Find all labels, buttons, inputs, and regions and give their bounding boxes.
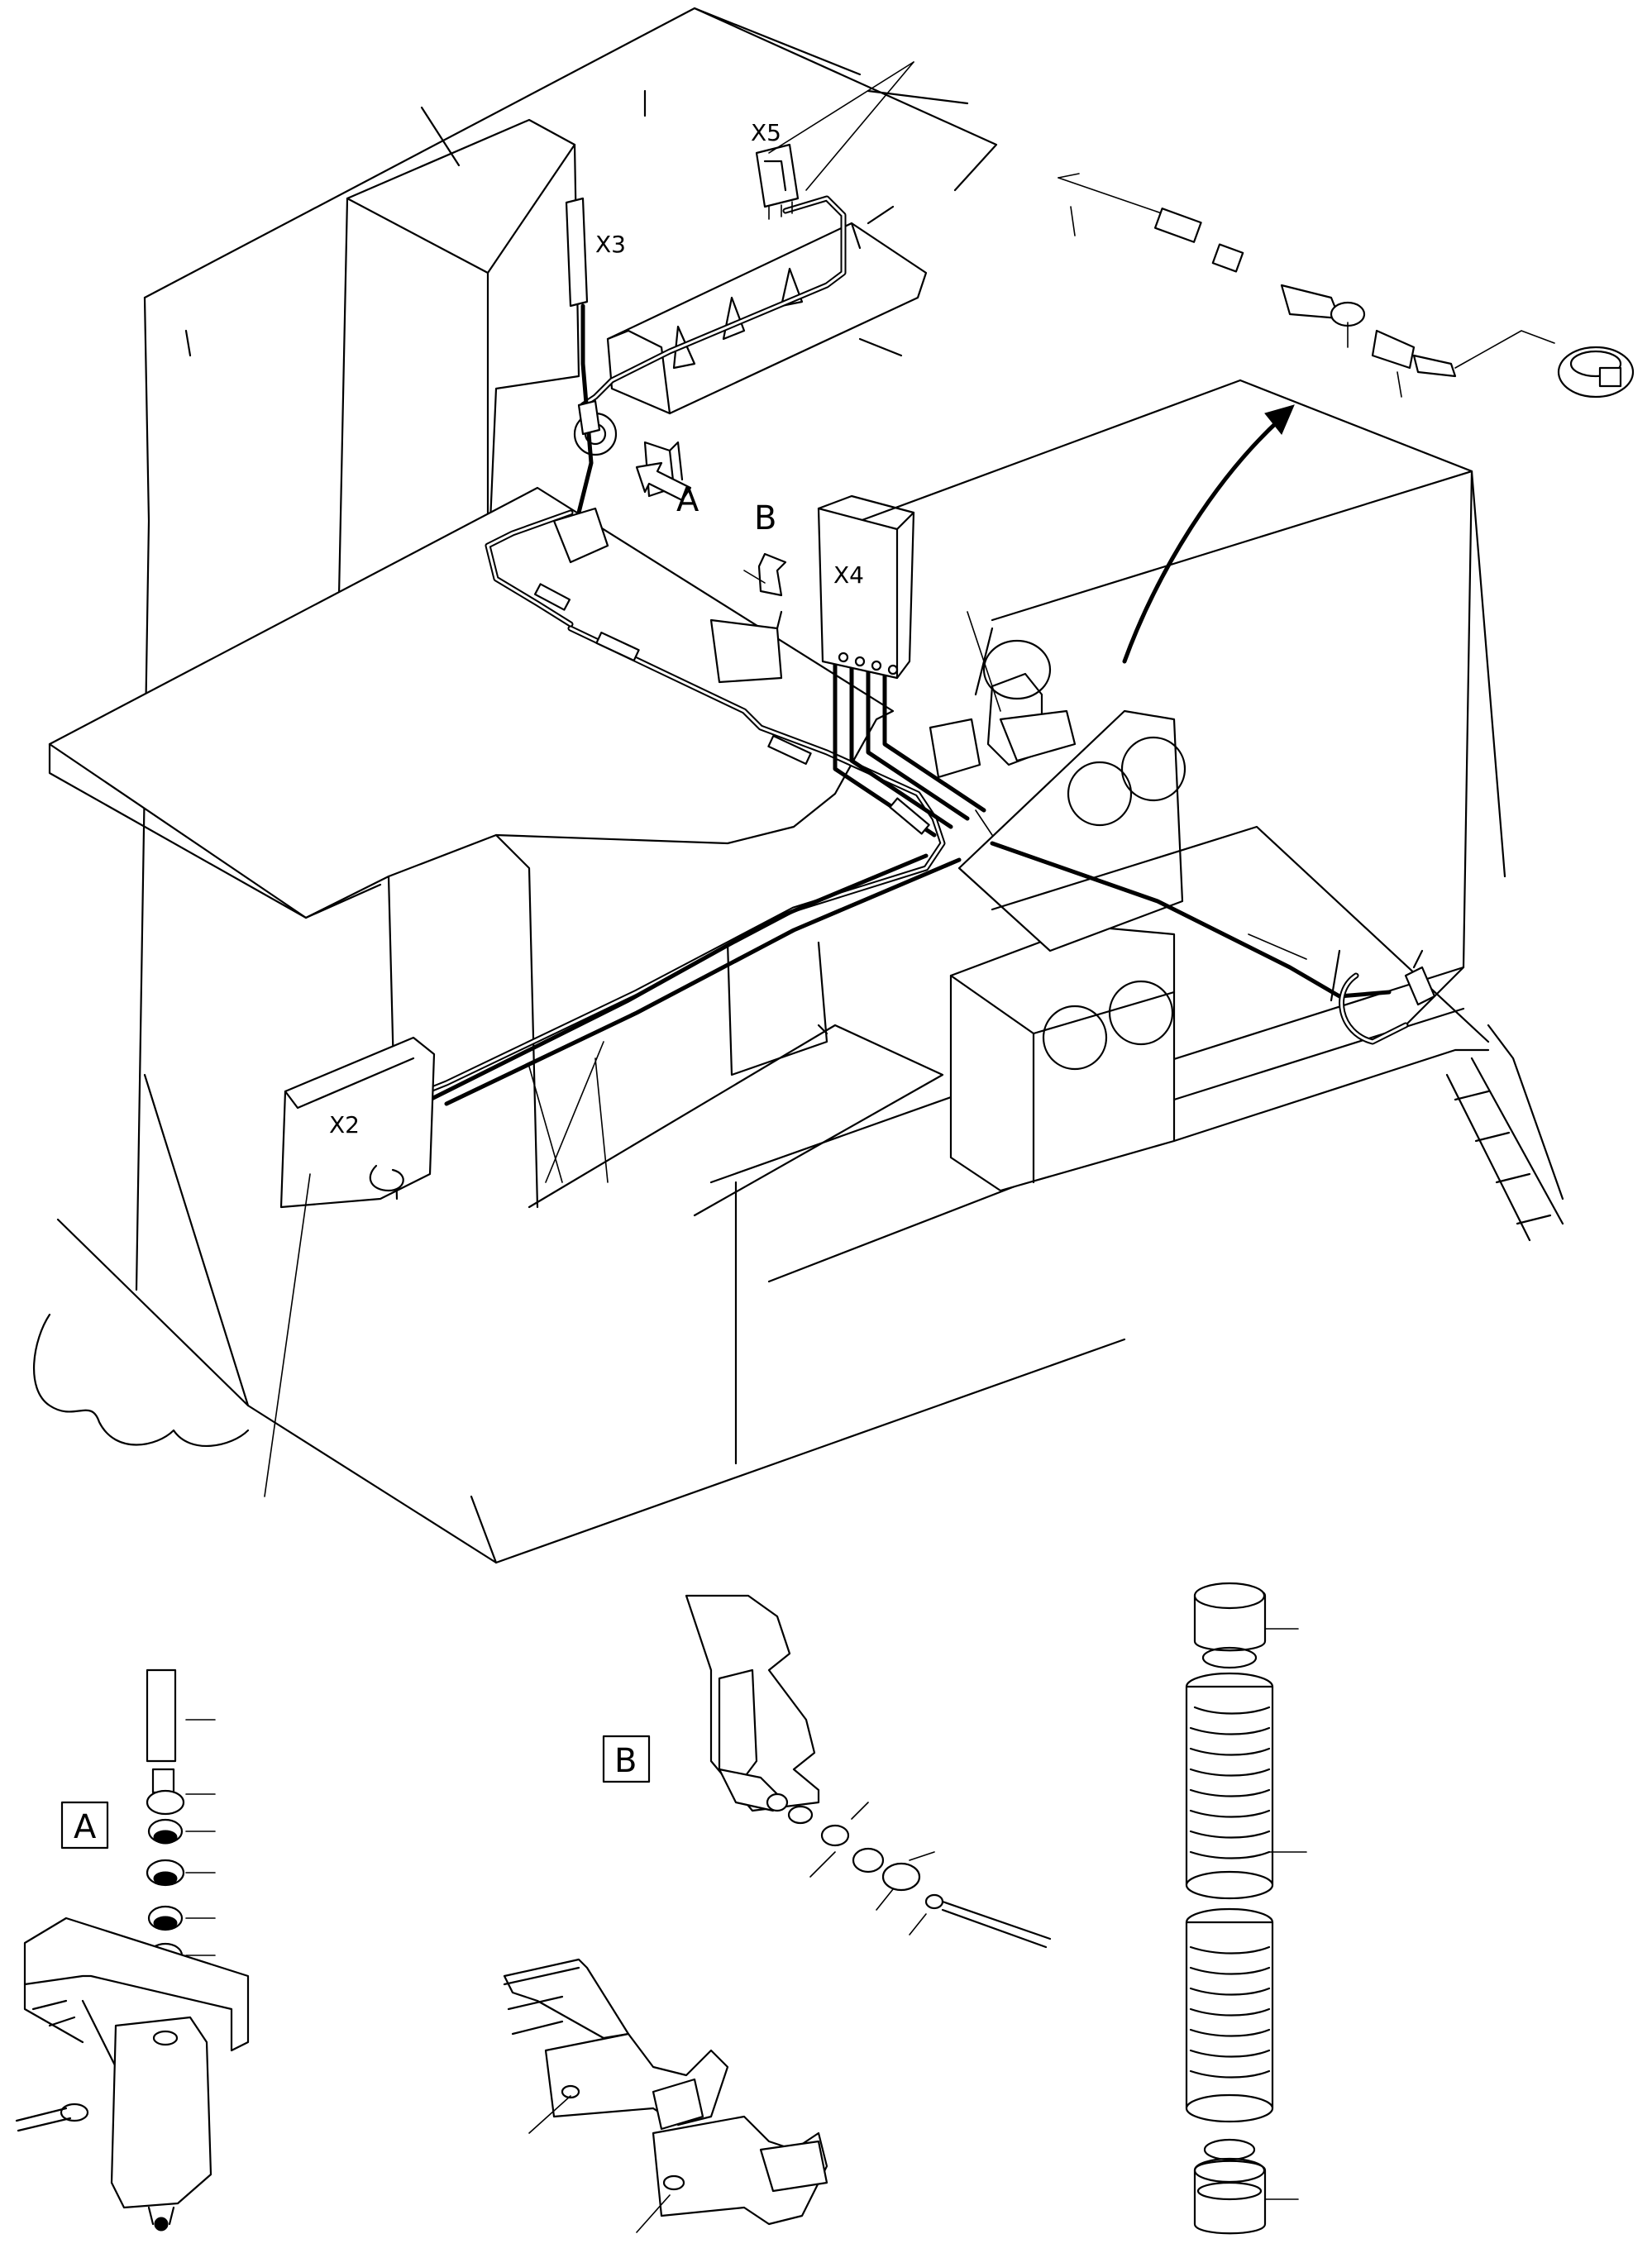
detail-a-box (60, 1801, 109, 1850)
detail-a: A (15, 1668, 250, 2232)
cable-harness (402, 195, 1409, 1115)
detail-b-label: B (614, 1742, 637, 1780)
detail-b: B (602, 1594, 1052, 1949)
label-view-a: A (676, 481, 699, 519)
tube-assembly (1185, 1582, 1307, 2235)
label-x4: X4 (833, 561, 864, 589)
machine-housing (33, 7, 1564, 1564)
leader-lines (528, 61, 1307, 1183)
connector-x4: X4 (817, 494, 915, 680)
curved-arrow (1122, 404, 1295, 664)
detail-a-label: A (74, 1808, 97, 1846)
relay-modules (552, 507, 1436, 1006)
view-a-junction: A (573, 399, 699, 519)
connector-x2: X2 (264, 1036, 436, 1497)
label-x3: X3 (595, 231, 626, 258)
cable-duct (606, 205, 928, 415)
rail-clips (503, 1958, 828, 2233)
label-view-b: B (754, 499, 776, 537)
label-x5: X5 (751, 119, 781, 146)
view-b-arrow: B (743, 499, 787, 597)
connector-x3: X3 (595, 231, 626, 258)
label-x2: X2 (329, 1111, 360, 1138)
exploded-connector-top (1058, 173, 1635, 399)
connector-x5: X5 (751, 61, 914, 220)
detail-b-box (602, 1735, 651, 1783)
